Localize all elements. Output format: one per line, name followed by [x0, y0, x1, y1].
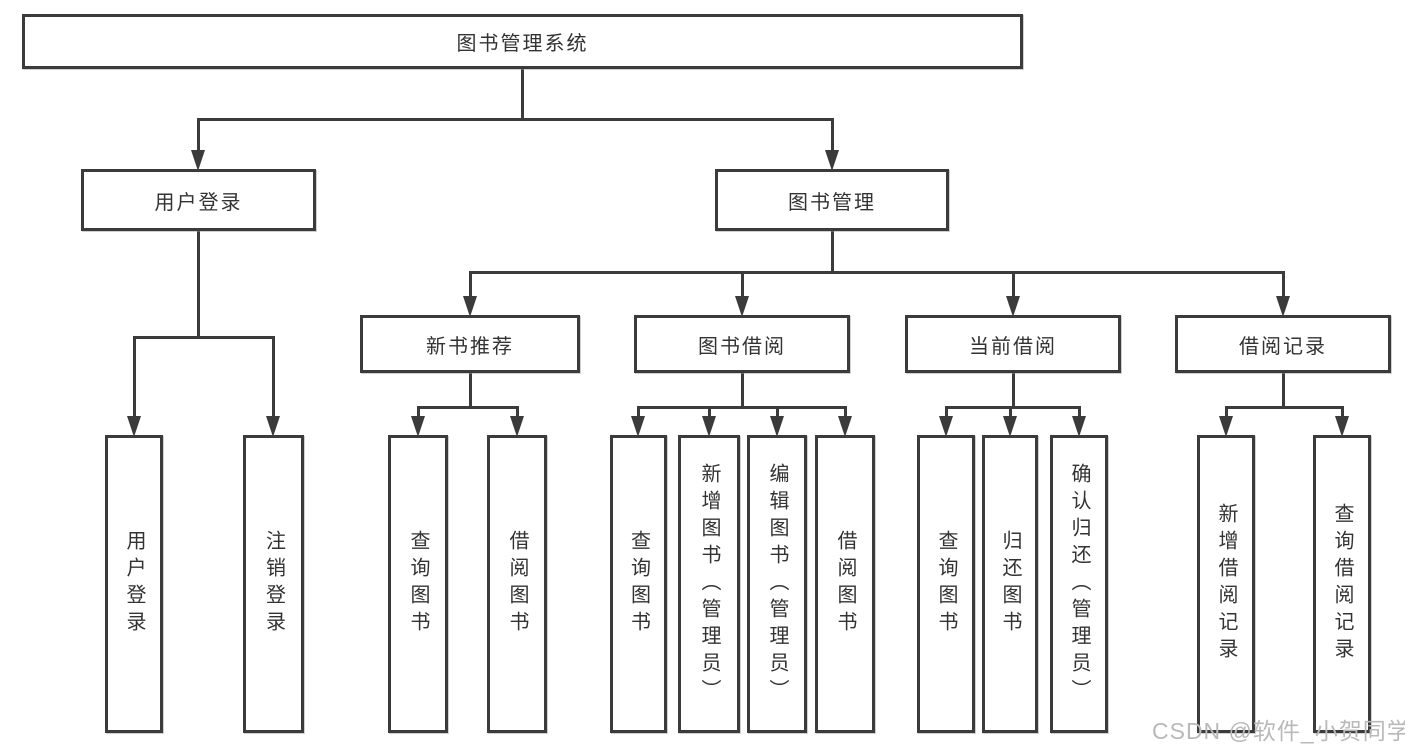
- connector-drop-book-borrow: [775, 406, 779, 421]
- connector-stem-borrow-records: [1281, 373, 1285, 409]
- node-book-mgmt: 图书管理: [715, 169, 949, 231]
- node-leaf-borrow-books-1: 借阅图书: [487, 435, 547, 733]
- node-label-leaf-add-book: 新增图书（管理员）: [698, 462, 720, 706]
- connector-drop-book-borrow: [843, 406, 847, 421]
- node-label-root: 图书管理系统: [456, 33, 589, 55]
- node-book-borrow: 图书借阅: [634, 315, 850, 373]
- node-leaf-borrow-books-2: 借阅图书: [815, 435, 875, 733]
- connector-drop-new-book-rec: [416, 406, 420, 421]
- arrowhead-icon: [735, 296, 749, 317]
- connector-bar-user-login: [132, 336, 275, 339]
- arrowhead-icon: [825, 150, 839, 171]
- node-label-leaf-confirm-return: 确认归还（管理员）: [1068, 462, 1090, 706]
- connector-drop-borrow-records: [1340, 406, 1344, 421]
- node-leaf-user-login: 用户登录: [105, 435, 163, 733]
- arrowhead-icon: [702, 416, 716, 437]
- node-leaf-query-books-3: 查询图书: [917, 435, 975, 733]
- connector-drop-user-login: [132, 336, 136, 421]
- connector-drop-book-mgmt: [740, 271, 744, 301]
- connector-drop-book-mgmt: [1011, 271, 1015, 301]
- arrowhead-icon: [631, 416, 645, 437]
- connector-drop-current-borrow: [944, 406, 948, 421]
- node-label-leaf-query-books-1: 查询图书: [407, 530, 429, 638]
- node-user-login: 用户登录: [81, 169, 316, 231]
- connector-drop-root: [830, 118, 834, 155]
- arrowhead-icon: [1276, 296, 1290, 317]
- node-leaf-add-book: 新增图书（管理员）: [678, 435, 740, 733]
- node-leaf-logout: 注销登录: [243, 435, 304, 733]
- connector-stem-new-book-rec: [468, 373, 472, 409]
- node-label-book-borrow: 图书借阅: [698, 335, 786, 358]
- connector-stem-book-borrow: [740, 373, 744, 409]
- connector-drop-user-login: [271, 336, 275, 421]
- arrowhead-icon: [266, 416, 280, 437]
- connector-bar-book-borrow: [636, 406, 847, 409]
- node-label-leaf-return-book: 归还图书: [999, 530, 1021, 638]
- node-label-leaf-logout: 注销登录: [262, 530, 285, 638]
- node-new-book-rec: 新书推荐: [360, 315, 580, 373]
- connector-bar-current-borrow: [944, 406, 1081, 409]
- arrowhead-icon: [463, 296, 477, 317]
- node-label-current-borrow: 当前借阅: [969, 335, 1057, 358]
- node-root: 图书管理系统: [22, 14, 1023, 69]
- connector-bar-new-book-rec: [416, 406, 519, 409]
- node-current-borrow: 当前借阅: [905, 315, 1121, 373]
- connector-drop-book-mgmt: [1281, 271, 1285, 301]
- node-label-leaf-borrow-books-2: 借阅图书: [834, 530, 856, 638]
- node-label-borrow-records: 借阅记录: [1239, 335, 1327, 358]
- connector-drop-current-borrow: [1077, 406, 1081, 421]
- connector-drop-borrow-records: [1224, 406, 1228, 421]
- connector-drop-book-mgmt: [468, 271, 472, 301]
- connector-stem-book-mgmt: [830, 231, 834, 274]
- node-leaf-edit-book: 编辑图书（管理员）: [747, 435, 807, 733]
- arrowhead-icon: [127, 416, 141, 437]
- node-label-leaf-query-books-2: 查询图书: [627, 530, 650, 638]
- arrowhead-icon: [510, 416, 524, 437]
- node-leaf-query-borrow-rec: 查询借阅记录: [1313, 435, 1371, 733]
- node-label-user-login: 用户登录: [154, 191, 243, 214]
- connector-bar-root: [196, 118, 834, 121]
- arrowhead-icon: [1335, 416, 1349, 437]
- node-label-book-mgmt: 图书管理: [788, 191, 876, 214]
- node-label-new-book-rec: 新书推荐: [426, 335, 514, 358]
- node-label-leaf-user-login: 用户登录: [123, 530, 145, 638]
- node-leaf-return-book: 归还图书: [982, 435, 1038, 733]
- arrowhead-icon: [191, 150, 205, 171]
- node-leaf-query-books-2: 查询图书: [610, 435, 667, 733]
- node-leaf-query-books-1: 查询图书: [388, 435, 448, 733]
- connector-drop-root: [196, 118, 200, 155]
- arrowhead-icon: [838, 416, 852, 437]
- node-label-leaf-add-borrow-rec: 新增借阅记录: [1215, 503, 1237, 665]
- arrowhead-icon: [1006, 296, 1020, 317]
- connector-drop-current-borrow: [1008, 406, 1012, 421]
- connector-drop-book-borrow: [636, 406, 640, 421]
- connector-stem-current-borrow: [1011, 373, 1015, 409]
- arrowhead-icon: [411, 416, 425, 437]
- arrowhead-icon: [1003, 416, 1017, 437]
- arrowhead-icon: [939, 416, 953, 437]
- watermark: CSDN @软件_小贺同学: [1152, 718, 1405, 744]
- node-label-leaf-query-books-3: 查询图书: [935, 530, 957, 638]
- node-label-leaf-query-borrow-rec: 查询借阅记录: [1331, 503, 1353, 665]
- connector-bar-borrow-records: [1224, 406, 1344, 409]
- node-label-leaf-edit-book: 编辑图书（管理员）: [766, 462, 788, 706]
- connector-bar-book-mgmt: [468, 271, 1285, 274]
- node-borrow-records: 借阅记录: [1175, 315, 1391, 373]
- arrowhead-icon: [1072, 416, 1086, 437]
- connector-drop-book-borrow: [707, 406, 711, 421]
- connector-drop-new-book-rec: [515, 406, 519, 421]
- node-leaf-confirm-return: 确认归还（管理员）: [1050, 435, 1108, 733]
- node-label-leaf-borrow-books-1: 借阅图书: [506, 530, 528, 638]
- connector-stem-root: [520, 69, 524, 121]
- arrowhead-icon: [1219, 416, 1233, 437]
- connector-stem-user-login: [196, 231, 200, 339]
- node-leaf-add-borrow-rec: 新增借阅记录: [1197, 435, 1255, 733]
- arrowhead-icon: [770, 416, 784, 437]
